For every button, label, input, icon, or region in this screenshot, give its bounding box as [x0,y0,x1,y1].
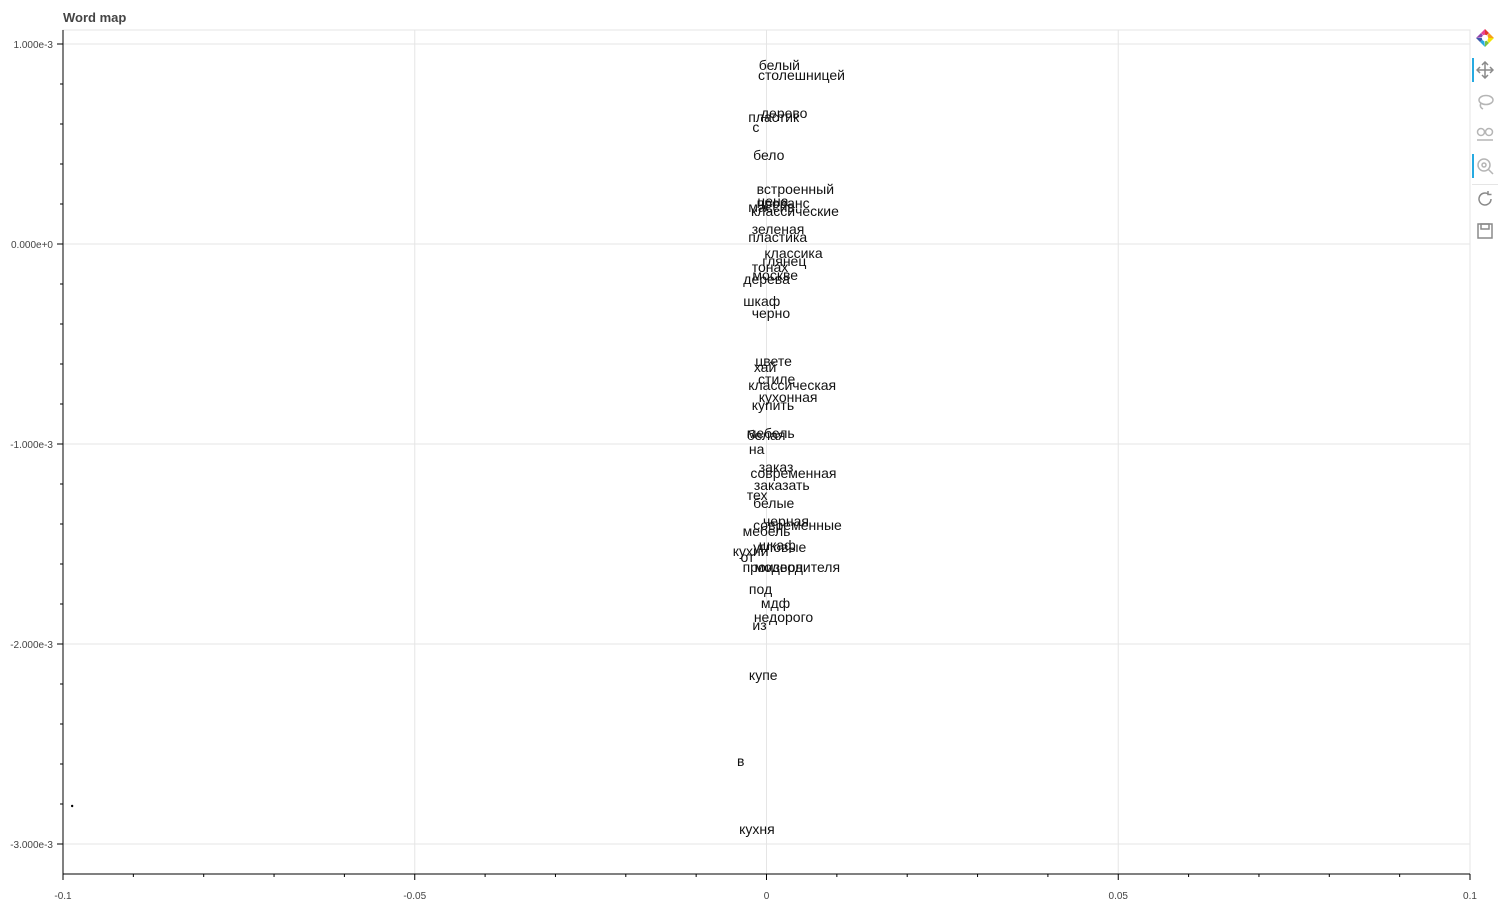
lasso-select-icon[interactable] [1472,88,1498,116]
word-label: мебель [747,425,795,441]
word-label: шкаф [743,293,780,309]
word-label: классическая [748,377,836,393]
word-label: производителя [743,559,840,575]
word-label: хай [754,359,776,375]
word-label: модерн [755,559,804,575]
word-label: пластика [748,229,807,245]
word-label: от [740,549,754,565]
word-label: москве [752,267,798,283]
word-label: недорого [754,609,814,625]
chart-toolbar [1472,24,1498,249]
word-label: на [749,441,765,457]
word-label: черно [752,305,791,321]
reset-icon[interactable] [1472,184,1498,213]
x-tick-label: -0.05 [403,891,426,900]
word-label: классические [751,203,839,219]
box-zoom-icon[interactable] [1472,120,1498,148]
word-label: черная [763,513,809,529]
word-label: из [752,617,766,633]
word-label: под [749,581,772,597]
word-label: угловые [753,539,806,555]
word-label: цвете [755,353,792,369]
word-label: глянец [762,253,806,269]
word-label: зеленая [752,221,805,237]
y-tick-label: -2.000e-3 [10,640,53,651]
word-label: дерева [743,271,790,287]
bokeh-logo-icon[interactable] [1472,24,1498,52]
chart-title: Word map [63,10,127,25]
word-label: дерево [761,105,808,121]
y-tick-label: -3.000e-3 [10,840,53,851]
word-label: белая [747,427,786,443]
word-label: заказ [759,459,794,475]
word-label: заказать [754,477,810,493]
word-label: тонах [752,259,789,275]
y-tick-label: 1.000e-3 [14,40,54,51]
word-label: белые [753,495,794,511]
scatter-points [70,804,74,808]
word-label: белый [759,57,800,73]
word-label: столешницей [758,67,845,83]
word-label: мдф [761,595,790,611]
word-label: кухни [733,543,769,559]
x-tick-label: 0.1 [1463,891,1477,900]
word-label: пластик [748,109,800,125]
word-label: современная [750,465,836,481]
x-tick-label: 0 [764,891,770,900]
x-tick-label: -0.1 [54,891,72,900]
scatter-point [70,804,74,808]
word-label: мебель [743,523,791,539]
axes: -0.1 -0.05 0 0.05 0.1 1.000e-3 0.000e+0 -1.000e… [10,30,1477,900]
word-label: тех [747,487,768,503]
word-label: цена [757,193,788,209]
word-label: классика [764,245,822,261]
y-tick-label: -1.000e-3 [10,440,53,451]
y-tick-label: 0.000e+0 [11,240,53,251]
pan-icon[interactable] [1472,56,1498,84]
word-label: кухня [739,821,775,837]
word-label: кухонная [759,389,818,405]
x-tick-label: 0.05 [1109,891,1129,900]
word-label: в [737,753,744,769]
word-label: стиле [758,371,795,387]
wheel-zoom-icon[interactable] [1472,152,1498,180]
save-icon[interactable] [1472,217,1498,245]
word-label: современные [753,517,842,533]
word-label: купе [749,667,778,683]
word-label: встроенный [757,181,834,197]
word-label: прованс [757,195,810,211]
word-label: с [752,119,759,135]
word-label: бело [753,147,785,163]
word-label: купить [752,397,794,413]
word-label: массив [748,199,795,215]
word-label: шкаф [759,537,796,553]
